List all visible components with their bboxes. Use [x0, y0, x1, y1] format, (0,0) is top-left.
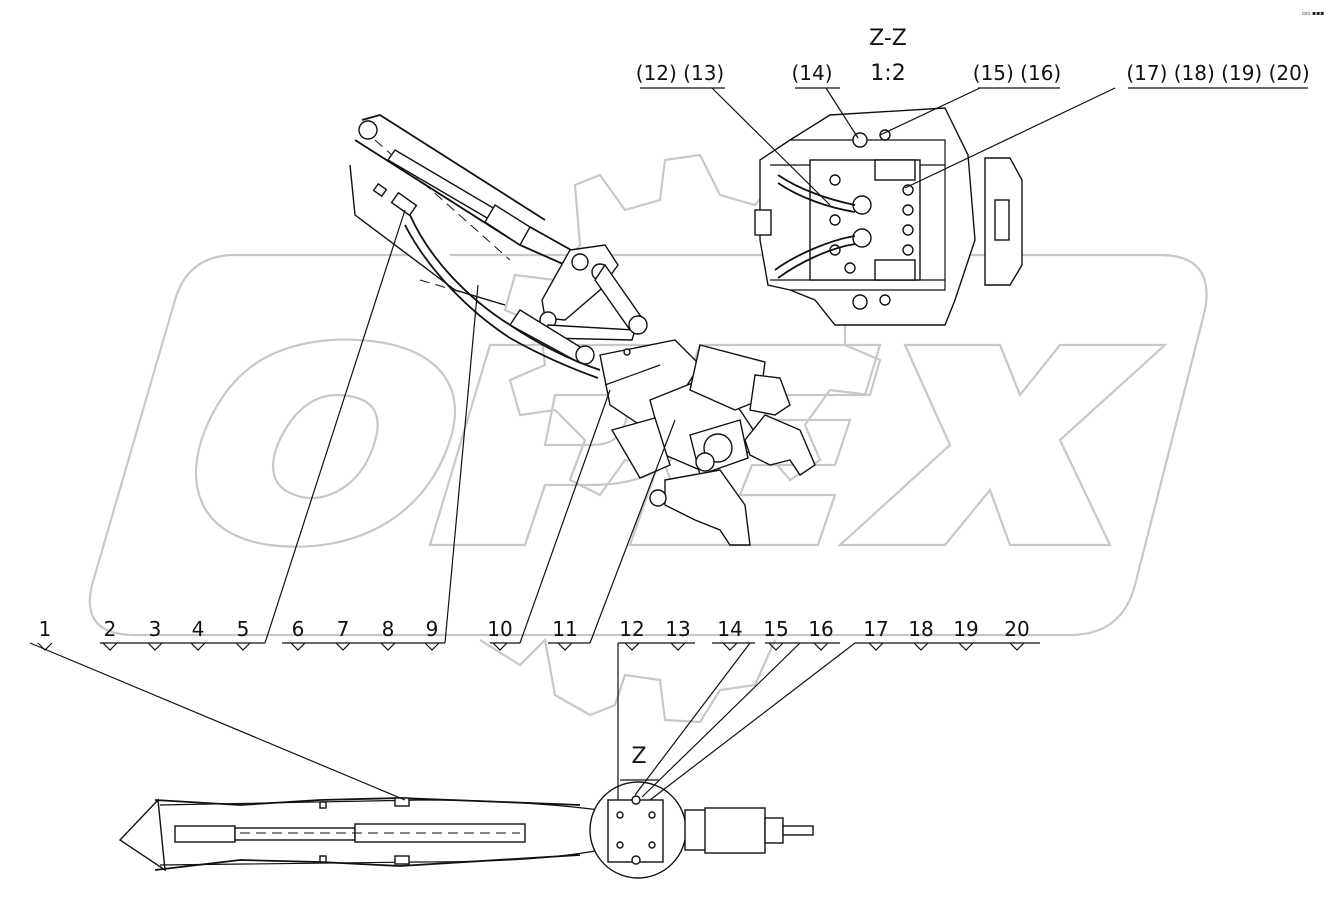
section-scale: 1:2	[870, 61, 905, 86]
callout-16: 16	[808, 617, 833, 641]
plan-motor	[704, 807, 766, 854]
corner-mark: ▫▫ ▪▪▪	[1302, 10, 1324, 17]
callout-19: 19	[953, 617, 978, 641]
callout-18: 18	[908, 617, 933, 641]
callout-9: 9	[426, 617, 439, 641]
view-marker-z: Z	[631, 744, 646, 769]
section-title: Z-Z	[869, 26, 907, 51]
callout-1: 1	[39, 617, 52, 641]
callout-3: 3	[149, 617, 162, 641]
boom-pin-top	[358, 120, 378, 140]
watermark-gear-lower	[479, 637, 777, 724]
callout-14: (14)	[791, 61, 832, 85]
callout-15-16: (15) (16)	[973, 61, 1061, 85]
watermark-letter-x	[837, 343, 1168, 547]
shear-side-plate	[610, 417, 671, 479]
callout-14: 14	[717, 617, 742, 641]
shear-jaw-lower	[664, 469, 751, 546]
watermark-letter-e	[628, 343, 882, 547]
callout-15: 15	[763, 617, 788, 641]
top-callouts: (12) (13) (14) (15) (16) (17) (18) (19) …	[636, 61, 1310, 89]
callout-6: 6	[292, 617, 305, 641]
section-view-z-z: Z-Z 1:2	[711, 26, 1116, 326]
shear-motor	[689, 344, 766, 411]
section-hose-1	[777, 174, 856, 206]
plan-boom-tip	[118, 798, 166, 872]
boom-hose-1	[409, 214, 601, 371]
section-hose-2	[774, 235, 856, 271]
callout-10: 10	[487, 617, 512, 641]
bottom-leaders	[29, 209, 1040, 801]
watermark-letter-o	[194, 338, 456, 548]
arm-plan-view: Z	[118, 744, 814, 879]
callout-20: 20	[1004, 617, 1029, 641]
boom-plate	[349, 164, 506, 306]
callout-17-20: (17) (18) (19) (20)	[1126, 61, 1309, 85]
callout-12-13: (12) (13)	[636, 61, 724, 85]
plan-cylinder-body	[174, 825, 236, 843]
watermark-plate	[88, 253, 1208, 637]
watermark-gear	[503, 153, 882, 507]
callout-2: 2	[104, 617, 117, 641]
callout-5: 5	[237, 617, 250, 641]
plan-rotator-bolts	[616, 795, 656, 865]
plan-fittings	[319, 797, 410, 865]
callout-8: 8	[382, 617, 395, 641]
callout-12: 12	[619, 617, 644, 641]
callout-4: 4	[192, 617, 205, 641]
arm-side-view	[349, 114, 816, 546]
callout-7: 7	[337, 617, 350, 641]
hydraulic-cylinder	[386, 149, 581, 269]
hose-fitting	[372, 182, 418, 217]
callout-17: 17	[863, 617, 888, 641]
callout-11: 11	[552, 617, 577, 641]
shear-jaw-upper	[744, 414, 816, 476]
callout-13: 13	[665, 617, 690, 641]
